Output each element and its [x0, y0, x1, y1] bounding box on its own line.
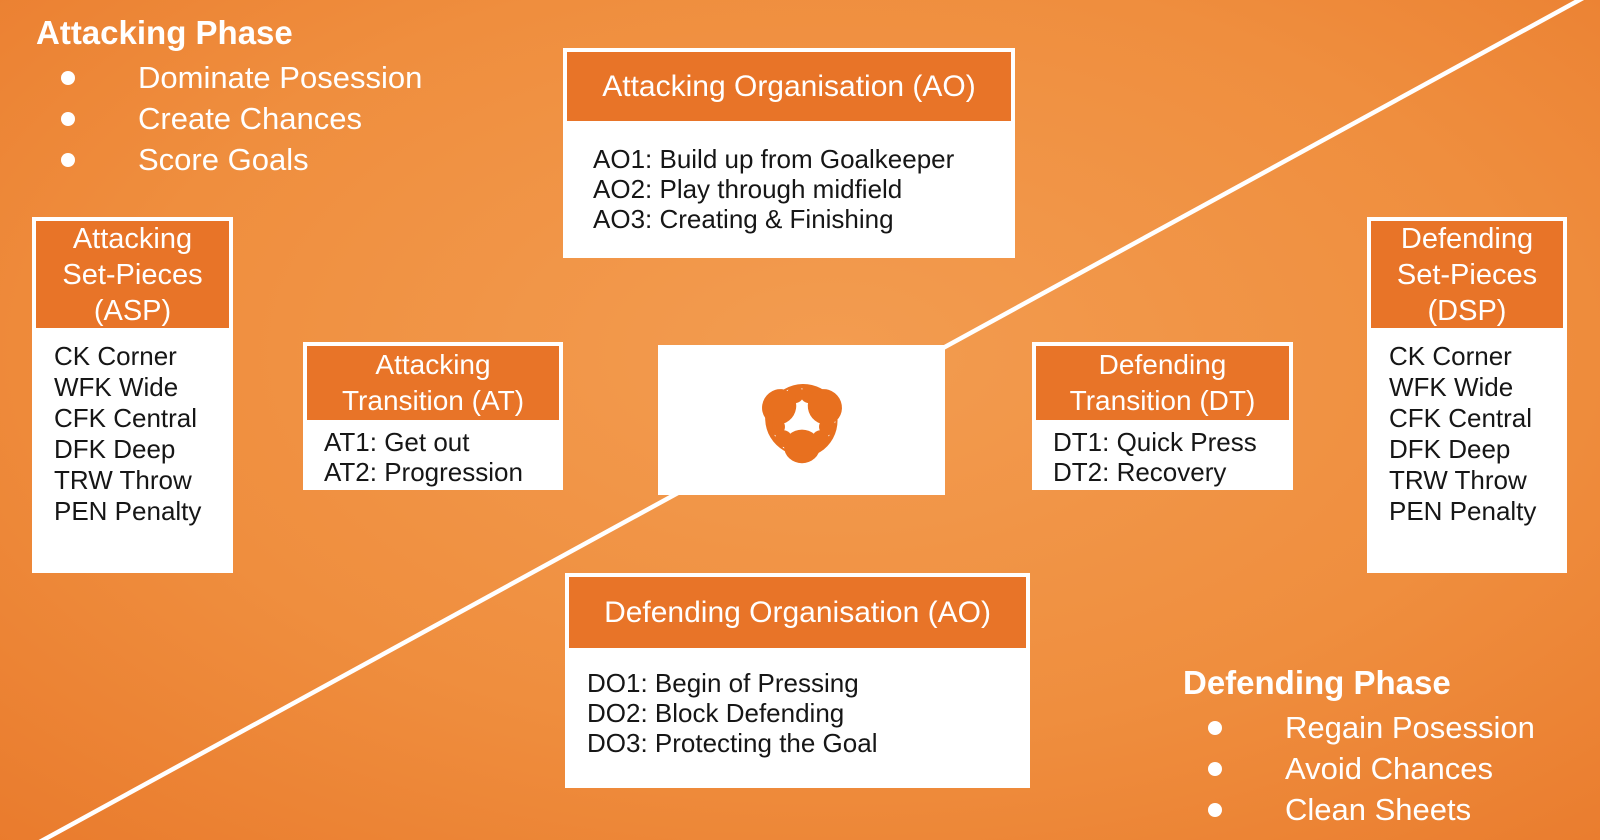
list-item: AT2: Progression: [324, 457, 523, 487]
attacking-organisation-box: Attacking Organisation (AO) AO1: Build u…: [563, 48, 1015, 258]
defending-transition-box: Defending Transition (DT) DT1: Quick Pre…: [1032, 342, 1293, 490]
box-title-line: Defending: [1098, 349, 1227, 380]
list-item: Dominate Posession: [61, 57, 422, 98]
defending-organisation-header: Defending Organisation (AO): [569, 577, 1026, 648]
list-item: AO3: Creating & Finishing: [593, 204, 894, 234]
list-item: WFK Wide: [1389, 372, 1514, 402]
attacking-set-pieces-header: Attacking Set-Pieces (ASP): [36, 221, 229, 328]
list-item: AO1: Build up from Goalkeeper: [593, 144, 955, 174]
attacking-set-pieces-box: Attacking Set-Pieces (ASP) CK Corner WFK…: [32, 217, 233, 573]
attacking-phase-bullet: Dominate Posession: [138, 60, 423, 95]
bullet-icon: [61, 111, 75, 126]
defending-set-pieces-header: Defending Set-Pieces (DSP): [1371, 221, 1563, 328]
list-item: DT2: Recovery: [1053, 457, 1227, 487]
box-title-line: (ASP): [93, 294, 172, 327]
bullet-icon: [1208, 761, 1222, 776]
defending-transition-header: Defending Transition (DT): [1036, 346, 1289, 420]
list-item: Create Chances: [61, 98, 422, 139]
box-title-line: Attacking: [72, 222, 193, 255]
list-item: Avoid Chances: [1208, 748, 1535, 789]
box-title-line: Set-Pieces: [62, 258, 203, 291]
list-item: DO3: Protecting the Goal: [587, 728, 878, 758]
list-item: AO2: Play through midfield: [593, 174, 903, 204]
defending-phase-bullet: Clean Sheets: [1285, 792, 1472, 827]
attacking-phase-list: Dominate Posession Create Chances Score …: [61, 57, 422, 180]
defending-set-pieces-box: Defending Set-Pieces (DSP) CK Corner WFK…: [1367, 217, 1567, 573]
list-item: Score Goals: [61, 139, 422, 180]
list-item: CFK Central: [1389, 403, 1533, 433]
bullet-icon: [61, 152, 75, 167]
box-title-line: (DSP): [1427, 294, 1507, 327]
club-crest-box: [658, 345, 945, 495]
attacking-transition-body: AT1: Get out AT2: Progression: [307, 420, 559, 487]
box-title-line: Transition (DT): [1069, 385, 1256, 416]
defending-phase-bullet: Avoid Chances: [1285, 751, 1493, 786]
defending-set-pieces-body: CK Corner WFK Wide CFK Central DFK Deep …: [1371, 328, 1563, 527]
list-item: PEN Penalty: [54, 496, 202, 526]
list-item: TRW Throw: [54, 465, 192, 495]
attacking-transition-header: Attacking Transition (AT): [307, 346, 559, 420]
attacking-transition-box: Attacking Transition (AT) AT1: Get out A…: [303, 342, 563, 490]
box-title-line: Defending: [1400, 222, 1534, 255]
list-item: DO2: Block Defending: [587, 698, 845, 728]
bullet-icon: [1208, 720, 1222, 735]
box-title: Attacking Organisation (AO): [602, 69, 976, 103]
defending-phase-bullet: Regain Posession: [1285, 710, 1535, 745]
box-title-line: Set-Pieces: [1396, 258, 1538, 291]
bullet-icon: [61, 70, 75, 85]
attacking-phase-bullet: Score Goals: [138, 142, 309, 177]
list-item: AT1: Get out: [324, 427, 470, 457]
bullet-icon: [1208, 802, 1222, 817]
attacking-set-pieces-body: CK Corner WFK Wide CFK Central DFK Deep …: [36, 328, 229, 527]
list-item: CFK Central: [54, 403, 198, 433]
list-item: DFK Deep: [1389, 434, 1511, 464]
list-item: CK Corner: [54, 341, 177, 371]
defending-organisation-body: DO1: Begin of Pressing DO2: Block Defend…: [569, 648, 1026, 758]
list-item: CK Corner: [1389, 341, 1512, 371]
list-item: PEN Penalty: [1389, 496, 1537, 526]
defending-organisation-box: Defending Organisation (AO) DO1: Begin o…: [565, 573, 1030, 788]
box-title-line: Attacking: [375, 349, 491, 380]
attacking-organisation-header: Attacking Organisation (AO): [567, 52, 1011, 121]
list-item: Clean Sheets: [1208, 789, 1535, 830]
list-item: DT1: Quick Press: [1053, 427, 1257, 457]
list-item: DO1: Begin of Pressing: [587, 668, 859, 698]
attacking-organisation-body: AO1: Build up from Goalkeeper AO2: Play …: [567, 121, 1011, 234]
list-item: WFK Wide: [54, 372, 179, 402]
attacking-phase-bullet: Create Chances: [138, 101, 363, 136]
attacking-phase-title: Attacking Phase: [36, 14, 293, 51]
triple-head-crest-icon: [761, 384, 842, 464]
list-item: DFK Deep: [54, 434, 176, 464]
defending-transition-body: DT1: Quick Press DT2: Recovery: [1036, 420, 1289, 487]
list-item: Regain Posession: [1208, 707, 1535, 748]
defending-phase-title: Defending Phase: [1183, 664, 1451, 701]
box-title-line: Transition (AT): [341, 385, 525, 416]
list-item: TRW Throw: [1389, 465, 1527, 495]
defending-phase-list: Regain Posession Avoid Chances Clean She…: [1208, 707, 1535, 830]
box-title: Defending Organisation (AO): [604, 595, 991, 629]
